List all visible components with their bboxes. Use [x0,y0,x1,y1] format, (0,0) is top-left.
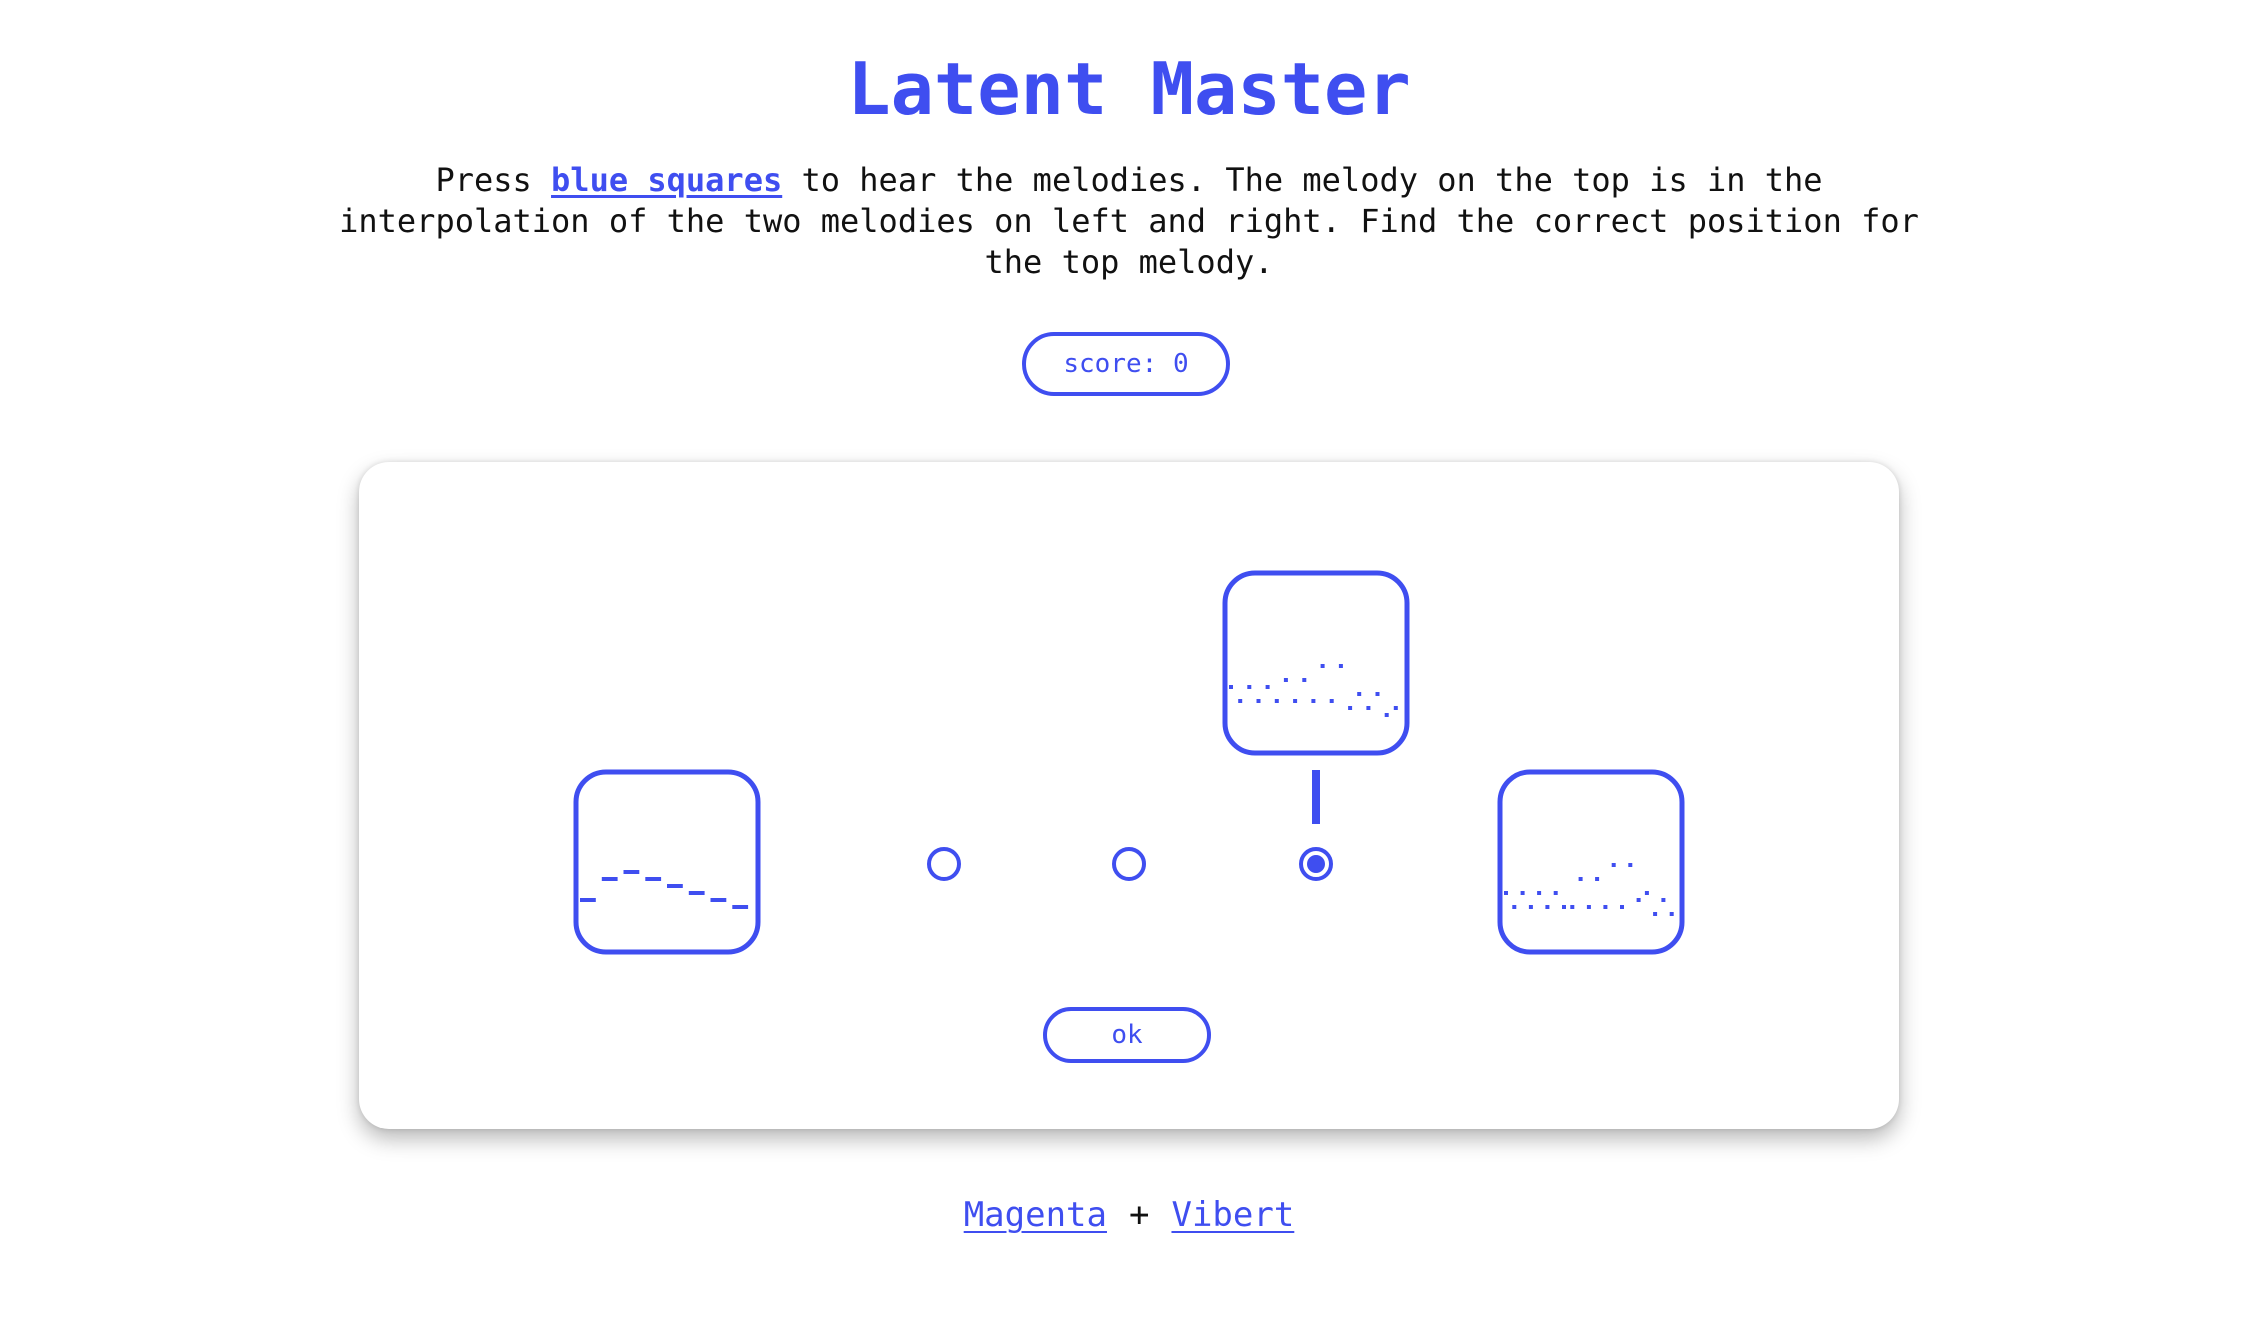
melody-note [1274,699,1279,703]
instructions-suffix: to hear the melodies. The melody on the … [339,161,1919,281]
melody-note [1545,905,1550,909]
melody-note [1329,699,1334,703]
melody-note [1512,905,1517,909]
melody-note [667,884,683,888]
score-badge: score: 0 [1022,332,1230,396]
melody-note [732,905,749,909]
melody-note [1595,877,1600,881]
game-card: ok [359,462,1899,1129]
game-board [573,570,1685,955]
target-position-marker [1312,770,1320,824]
footer-separator: + [1128,1195,1150,1235]
target-melody-square[interactable] [1222,570,1410,756]
magenta-link[interactable]: Magenta [963,1195,1107,1235]
melody-note [1520,891,1525,895]
target-melody-notes [1229,664,1398,717]
melody-note [1293,699,1298,703]
melody-note [1229,685,1233,689]
melody-note [1311,699,1316,703]
melody-note [1283,678,1288,682]
melody-note [1384,713,1389,717]
melody-note [1653,912,1658,916]
melody-note [1302,678,1307,682]
melody-note [1603,905,1608,909]
radio-selected-dot [1307,855,1325,873]
melody-note [1611,863,1616,867]
melody-note [1320,664,1325,668]
position-radio-2[interactable] [1112,847,1146,881]
melody-note [1570,905,1575,909]
melody-note [1375,692,1380,696]
melody-note [1620,905,1624,909]
melody-note [1256,699,1261,703]
blue-squares-link[interactable]: blue squares [551,161,783,199]
melody-note [1553,891,1558,895]
melody-note [1338,664,1343,668]
melody-note [1348,706,1353,710]
melody-note [601,877,618,881]
melody-note [1661,898,1666,902]
melody-note [1669,912,1674,916]
vibert-link[interactable]: Vibert [1171,1195,1295,1235]
melody-note [1636,898,1641,902]
melody-note [1393,706,1398,710]
melody-note [1644,891,1649,895]
melody-note [1578,877,1583,881]
melody-note [1528,905,1533,909]
left-melody-square[interactable] [573,769,761,955]
melody-note [1562,905,1566,909]
melody-note [1504,891,1508,895]
instructions-prefix: Press [435,161,552,199]
melody-note [645,877,662,881]
melody-note [1265,685,1270,689]
melody-note [1366,706,1371,710]
right-melody-square[interactable] [1497,769,1685,955]
melody-note [1537,891,1542,895]
footer-credits: Magenta + Vibert [0,1193,2258,1237]
melody-note [1247,685,1252,689]
position-radio-1[interactable] [927,847,961,881]
melody-note [623,870,640,874]
right-melody-notes [1504,863,1674,916]
page-title: Latent Master [847,47,1411,131]
ok-button[interactable]: ok [1043,1007,1211,1063]
left-melody-notes [580,870,749,909]
melody-note [580,898,596,902]
score-label: score: 0 [1063,349,1189,379]
melody-note [710,898,727,902]
melody-note [1357,692,1362,696]
melody-note [1586,905,1591,909]
position-radio-3[interactable] [1299,847,1333,881]
melody-note [688,891,705,895]
instructions: Press blue squares to hear the melodies.… [320,160,1938,283]
melody-note [1628,863,1633,867]
melody-note [1238,699,1243,703]
